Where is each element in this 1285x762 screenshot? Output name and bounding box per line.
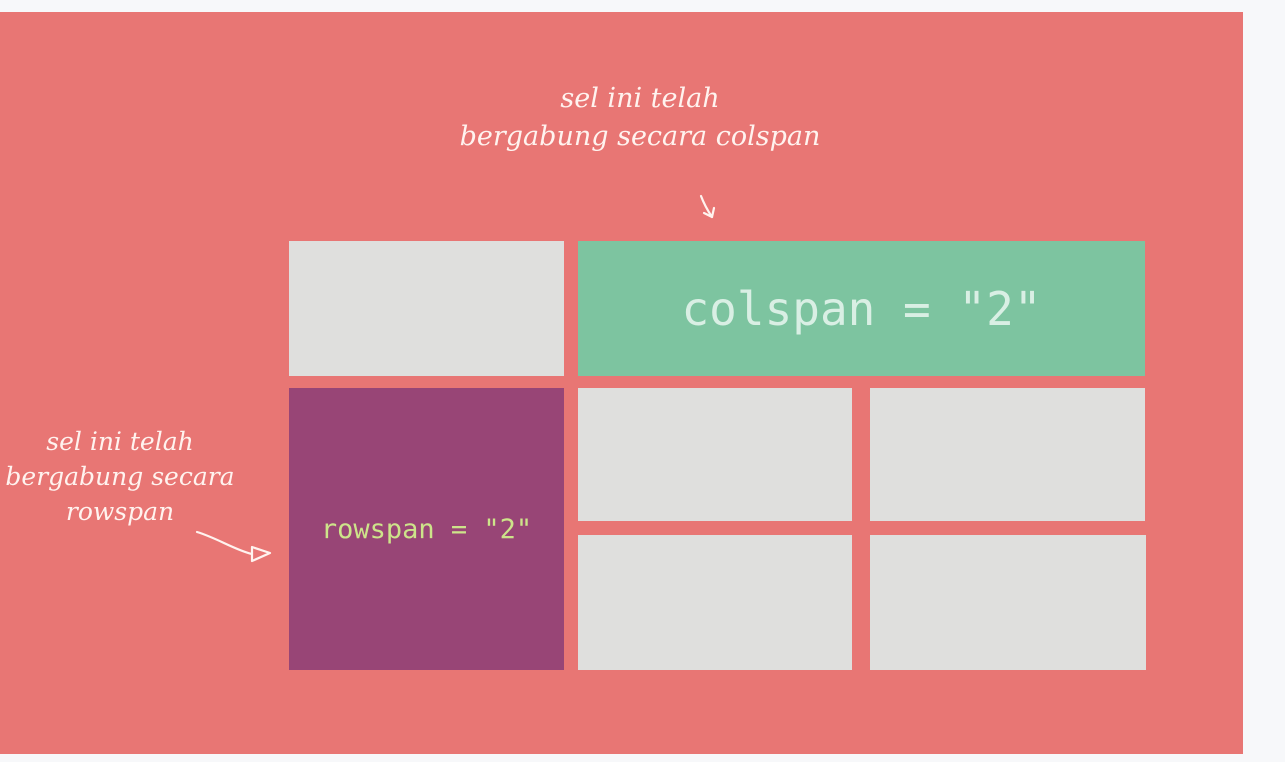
colspan-arrow-icon [699, 194, 716, 219]
rowspan-cell-label: rowspan = "2" [320, 513, 533, 545]
rowspan-annotation-line-1: sel ini telah [46, 427, 194, 456]
colspan-annotation-line-1: sel ini telah [560, 83, 720, 114]
colspan-cell-label: colspan = "2" [681, 281, 1042, 336]
colspan-annotation-line-2: bergabung secara colspan [459, 120, 821, 152]
rowspan-cell: rowspan = "2" [289, 388, 564, 670]
table-cell-row2-col3 [870, 388, 1145, 521]
table-cell-row3-col3 [870, 535, 1146, 670]
colspan-cell: colspan = "2" [578, 241, 1145, 376]
diagram-canvas: sel ini telah bergabung secara colspan s… [0, 12, 1243, 754]
rowspan-annotation: sel ini telah bergabung secara rowspan [0, 424, 245, 529]
table-cell-row3-col2 [578, 535, 852, 670]
rowspan-annotation-line-2: bergabung secara [5, 462, 235, 491]
colspan-annotation: sel ini telah bergabung secara colspan [420, 80, 860, 156]
table-cell-row1-col1 [289, 241, 564, 376]
rowspan-arrow-icon [195, 530, 272, 563]
table-cell-row2-col2 [578, 388, 852, 521]
rowspan-annotation-line-3: rowspan [65, 497, 175, 526]
